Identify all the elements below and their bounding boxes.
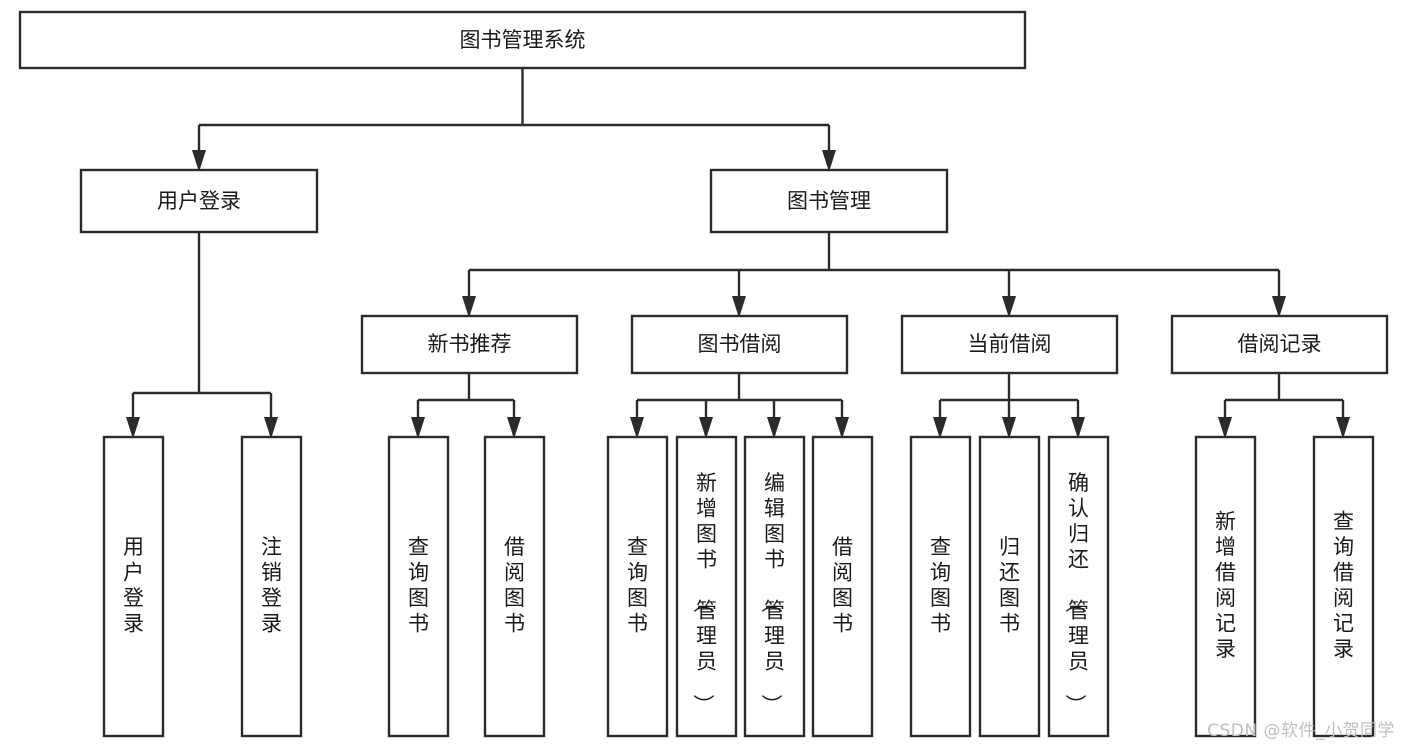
node-label: 图书管理 bbox=[787, 189, 871, 213]
node-label: 新增图书（管理员） bbox=[691, 471, 717, 715]
leaf-node-recommend-borrow-book[interactable]: 借阅图书 bbox=[483, 435, 546, 738]
node-box[interactable] bbox=[79, 168, 319, 234]
arrowhead-layer bbox=[126, 150, 1350, 439]
arrowhead-leaf-record-2 bbox=[1336, 417, 1350, 439]
arrowhead-leaf-borrow-3 bbox=[767, 417, 781, 439]
leaf-node-record-query-record[interactable]: 查询借阅记录 bbox=[1312, 435, 1375, 738]
leaf-node-user-login-logout[interactable]: 注销登录 bbox=[240, 435, 303, 738]
node-borrow-record[interactable]: 借阅记录 bbox=[1170, 314, 1389, 375]
node-user-login[interactable]: 用户登录 bbox=[79, 168, 319, 234]
node-box[interactable] bbox=[1047, 435, 1110, 738]
arrowhead-user-login bbox=[192, 150, 206, 172]
arrowhead-book-mgmt bbox=[822, 150, 836, 172]
arrowhead-leaf-current-3 bbox=[1071, 417, 1085, 439]
connector-layer bbox=[131, 68, 1345, 419]
arrowhead-leaf-user-login-2 bbox=[264, 417, 278, 439]
node-label: 归还图书 bbox=[999, 535, 1020, 636]
node-box[interactable] bbox=[240, 435, 303, 738]
arrowhead-leaf-record-1 bbox=[1218, 417, 1232, 439]
node-label: 编辑图书（管理员） bbox=[759, 471, 785, 715]
node-box[interactable] bbox=[811, 435, 874, 738]
node-root-book-management-system[interactable]: 图书管理系统 bbox=[18, 10, 1027, 70]
arrowhead-leaf-recommend-2 bbox=[507, 417, 521, 439]
node-label: 用户登录 bbox=[157, 189, 241, 213]
arrowhead-recommend bbox=[462, 296, 476, 318]
arrowhead-borrow bbox=[732, 296, 746, 318]
node-label: 图书管理系统 bbox=[460, 28, 586, 52]
leaf-node-borrow-edit-book-admin[interactable]: 编辑图书（管理员） bbox=[743, 435, 806, 738]
leaf-node-current-confirm-return-admin[interactable]: 确认归还（管理员） bbox=[1047, 435, 1110, 738]
node-box[interactable] bbox=[1170, 314, 1389, 375]
leaf-node-current-return-book[interactable]: 归还图书 bbox=[978, 435, 1041, 738]
node-label: 借阅图书 bbox=[504, 535, 525, 636]
leaf-node-current-query-book[interactable]: 查询图书 bbox=[909, 435, 972, 738]
node-label: 借阅记录 bbox=[1238, 332, 1322, 356]
node-box[interactable] bbox=[900, 314, 1119, 375]
node-box[interactable] bbox=[1312, 435, 1375, 738]
arrowhead-leaf-current-1 bbox=[933, 417, 947, 439]
node-box[interactable] bbox=[630, 314, 849, 375]
arrowhead-leaf-borrow-1 bbox=[630, 417, 644, 439]
node-box[interactable] bbox=[360, 314, 579, 375]
node-book-management[interactable]: 图书管理 bbox=[709, 168, 949, 234]
node-box[interactable] bbox=[606, 435, 669, 738]
node-box[interactable] bbox=[483, 435, 546, 738]
leaf-node-record-add-record[interactable]: 新增借阅记录 bbox=[1194, 435, 1257, 738]
node-label: 查询借阅记录 bbox=[1333, 509, 1354, 661]
arrowhead-leaf-borrow-4 bbox=[835, 417, 849, 439]
leaf-node-borrow-query-book[interactable]: 查询图书 bbox=[606, 435, 669, 738]
node-label: 查询图书 bbox=[930, 535, 951, 636]
node-label: 用户登录 bbox=[123, 535, 144, 636]
node-label: 新书推荐 bbox=[428, 332, 512, 356]
node-box[interactable] bbox=[102, 435, 165, 738]
arrowhead-leaf-current-2 bbox=[1002, 417, 1016, 439]
node-label: 图书借阅 bbox=[698, 332, 782, 356]
arrowhead-leaf-borrow-2 bbox=[699, 417, 713, 439]
leaf-node-user-login-login[interactable]: 用户登录 bbox=[102, 435, 165, 738]
node-label: 查询图书 bbox=[627, 535, 648, 636]
node-current-borrow[interactable]: 当前借阅 bbox=[900, 314, 1119, 375]
node-book-borrow[interactable]: 图书借阅 bbox=[630, 314, 849, 375]
node-label: 借阅图书 bbox=[832, 535, 853, 636]
node-box[interactable] bbox=[909, 435, 972, 738]
leaf-node-borrow-add-book-admin[interactable]: 新增图书（管理员） bbox=[675, 435, 738, 738]
leaf-node-borrow-borrow-book[interactable]: 借阅图书 bbox=[811, 435, 874, 738]
node-box[interactable] bbox=[18, 10, 1027, 70]
node-box[interactable] bbox=[709, 168, 949, 234]
node-label: 当前借阅 bbox=[968, 332, 1052, 356]
leaf-node-recommend-query-book[interactable]: 查询图书 bbox=[387, 435, 450, 738]
node-new-book-recommend[interactable]: 新书推荐 bbox=[360, 314, 579, 375]
node-box[interactable] bbox=[978, 435, 1041, 738]
arrowhead-leaf-user-login-1 bbox=[126, 417, 140, 439]
node-box[interactable] bbox=[675, 435, 738, 738]
node-label: 确认归还（管理员） bbox=[1063, 471, 1089, 715]
node-label: 注销登录 bbox=[261, 535, 282, 636]
node-label: 新增借阅记录 bbox=[1215, 509, 1236, 661]
arrowhead-record bbox=[1272, 296, 1286, 318]
node-box[interactable] bbox=[1194, 435, 1257, 738]
node-box[interactable] bbox=[387, 435, 450, 738]
arrowhead-leaf-recommend-1 bbox=[411, 417, 425, 439]
node-label: 查询图书 bbox=[408, 535, 429, 636]
node-box[interactable] bbox=[743, 435, 806, 738]
arrowhead-current bbox=[1002, 296, 1016, 318]
